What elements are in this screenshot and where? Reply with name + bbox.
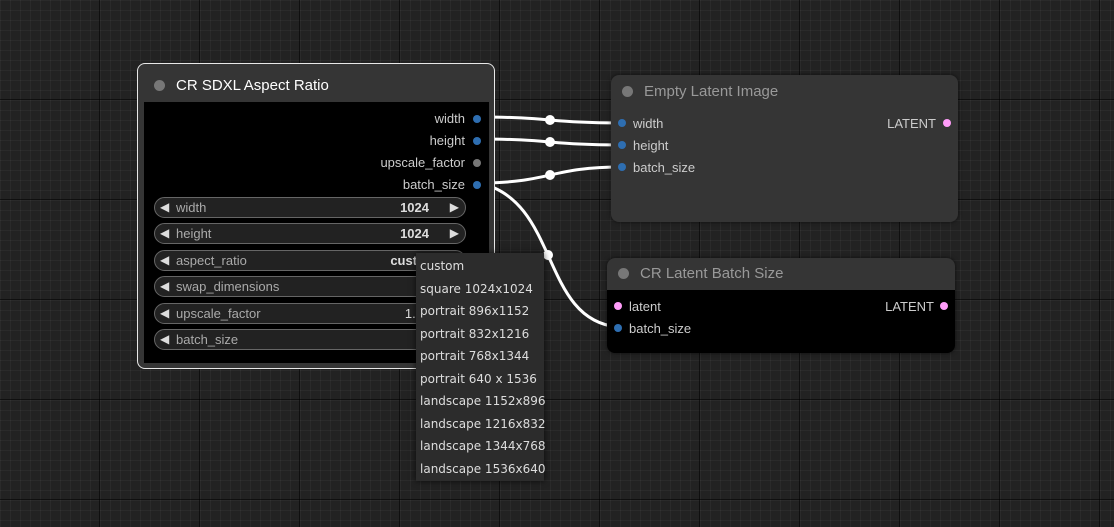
- collapse-dot-icon[interactable]: [622, 86, 633, 97]
- output-upscale-factor-dot[interactable]: [473, 159, 481, 167]
- decrement-arrow-icon[interactable]: ◀: [160, 200, 170, 214]
- node-title: CR SDXL Aspect Ratio: [176, 77, 329, 94]
- widget-label: aspect_ratio: [176, 253, 247, 268]
- output-batch-size-label: batch_size: [402, 177, 465, 192]
- widget-height[interactable]: ◀ height 1024 ▶: [154, 223, 466, 244]
- link-midpoint: [545, 137, 555, 147]
- widget-label: swap_dimensions: [176, 279, 280, 294]
- input-batch-size-label: batch_size: [633, 160, 696, 175]
- output-latent-dot[interactable]: [940, 302, 948, 310]
- menu-item-portrait-640x1536[interactable]: portrait 640 x 1536: [420, 372, 537, 386]
- input-latent-label: latent: [629, 299, 661, 314]
- widget-label: width: [176, 200, 207, 215]
- menu-item-square-1024x1024[interactable]: square 1024x1024: [420, 282, 533, 296]
- input-width-label: width: [633, 116, 664, 131]
- input-height-label: height: [633, 138, 669, 153]
- input-latent-dot[interactable]: [614, 302, 622, 310]
- menu-item-landscape-1536x640[interactable]: landscape 1536x640: [420, 462, 546, 476]
- collapse-dot-icon[interactable]: [618, 268, 629, 279]
- widget-aspect-ratio[interactable]: ◀ aspect_ratio custo: [154, 250, 466, 271]
- output-latent-label: LATENT: [887, 116, 936, 131]
- menu-item-portrait-832x1216[interactable]: portrait 832x1216: [420, 327, 530, 341]
- empty-latent-image-node[interactable]: Empty Latent Image width height batch_si…: [611, 75, 958, 222]
- increment-arrow-icon[interactable]: ▶: [449, 200, 459, 214]
- decrement-arrow-icon[interactable]: ◀: [160, 226, 170, 240]
- node-title: Empty Latent Image: [644, 83, 779, 100]
- decrement-arrow-icon[interactable]: ◀: [160, 253, 170, 267]
- input-batch-size-label: batch_size: [629, 321, 692, 336]
- input-width-dot[interactable]: [618, 119, 626, 127]
- decrement-arrow-icon[interactable]: ◀: [160, 306, 170, 320]
- widget-batch-size[interactable]: ◀ batch_size: [154, 329, 466, 350]
- link-midpoint: [545, 170, 555, 180]
- menu-item-custom[interactable]: custom: [420, 259, 465, 273]
- menu-item-landscape-1152x896[interactable]: landscape 1152x896: [420, 394, 546, 408]
- widget-label: height: [176, 226, 212, 241]
- decrement-arrow-icon[interactable]: ◀: [160, 332, 170, 346]
- widget-swap-dimensions[interactable]: ◀ swap_dimensions: [154, 276, 466, 297]
- menu-item-portrait-768x1344[interactable]: portrait 768x1344: [420, 349, 530, 363]
- menu-item-landscape-1344x768[interactable]: landscape 1344x768: [420, 439, 546, 453]
- input-batch-size-dot[interactable]: [618, 163, 626, 171]
- widget-label: batch_size: [176, 332, 239, 347]
- node-header[interactable]: CR Latent Batch Size: [607, 258, 955, 290]
- menu-item-portrait-896x1152[interactable]: portrait 896x1152: [420, 304, 530, 318]
- collapse-dot-icon[interactable]: [154, 80, 165, 91]
- output-batch-size-dot[interactable]: [473, 181, 481, 189]
- link-midpoint: [543, 250, 553, 260]
- output-latent-dot[interactable]: [943, 119, 951, 127]
- widget-value: 1024: [400, 226, 429, 241]
- node-header[interactable]: Empty Latent Image: [611, 75, 958, 105]
- node-title: CR Latent Batch Size: [640, 265, 784, 282]
- decrement-arrow-icon[interactable]: ◀: [160, 279, 170, 293]
- cr-latent-batch-size-node[interactable]: CR Latent Batch Size latent batch_size L…: [607, 258, 955, 353]
- input-batch-size-dot[interactable]: [614, 324, 622, 332]
- increment-arrow-icon[interactable]: ▶: [449, 226, 459, 240]
- output-height-label: height: [429, 133, 465, 148]
- widget-width[interactable]: ◀ width 1024 ▶: [154, 197, 466, 218]
- aspect-ratio-dropdown-menu: custom square 1024x1024 portrait 896x115…: [416, 253, 546, 481]
- output-width-dot[interactable]: [473, 115, 481, 123]
- menu-item-landscape-1216x832[interactable]: landscape 1216x832: [420, 417, 546, 431]
- link-midpoint: [545, 115, 555, 125]
- node-body: width height upscale_factor batch_size ◀…: [144, 102, 489, 363]
- node-header[interactable]: CR SDXL Aspect Ratio: [138, 64, 494, 102]
- widget-label: upscale_factor: [176, 306, 261, 321]
- widget-value: 1024: [400, 200, 429, 215]
- output-latent-label: LATENT: [885, 299, 934, 314]
- output-height-dot[interactable]: [473, 137, 481, 145]
- output-upscale-factor-label: upscale_factor: [380, 155, 465, 170]
- input-height-dot[interactable]: [618, 141, 626, 149]
- output-width-label: width: [434, 111, 465, 126]
